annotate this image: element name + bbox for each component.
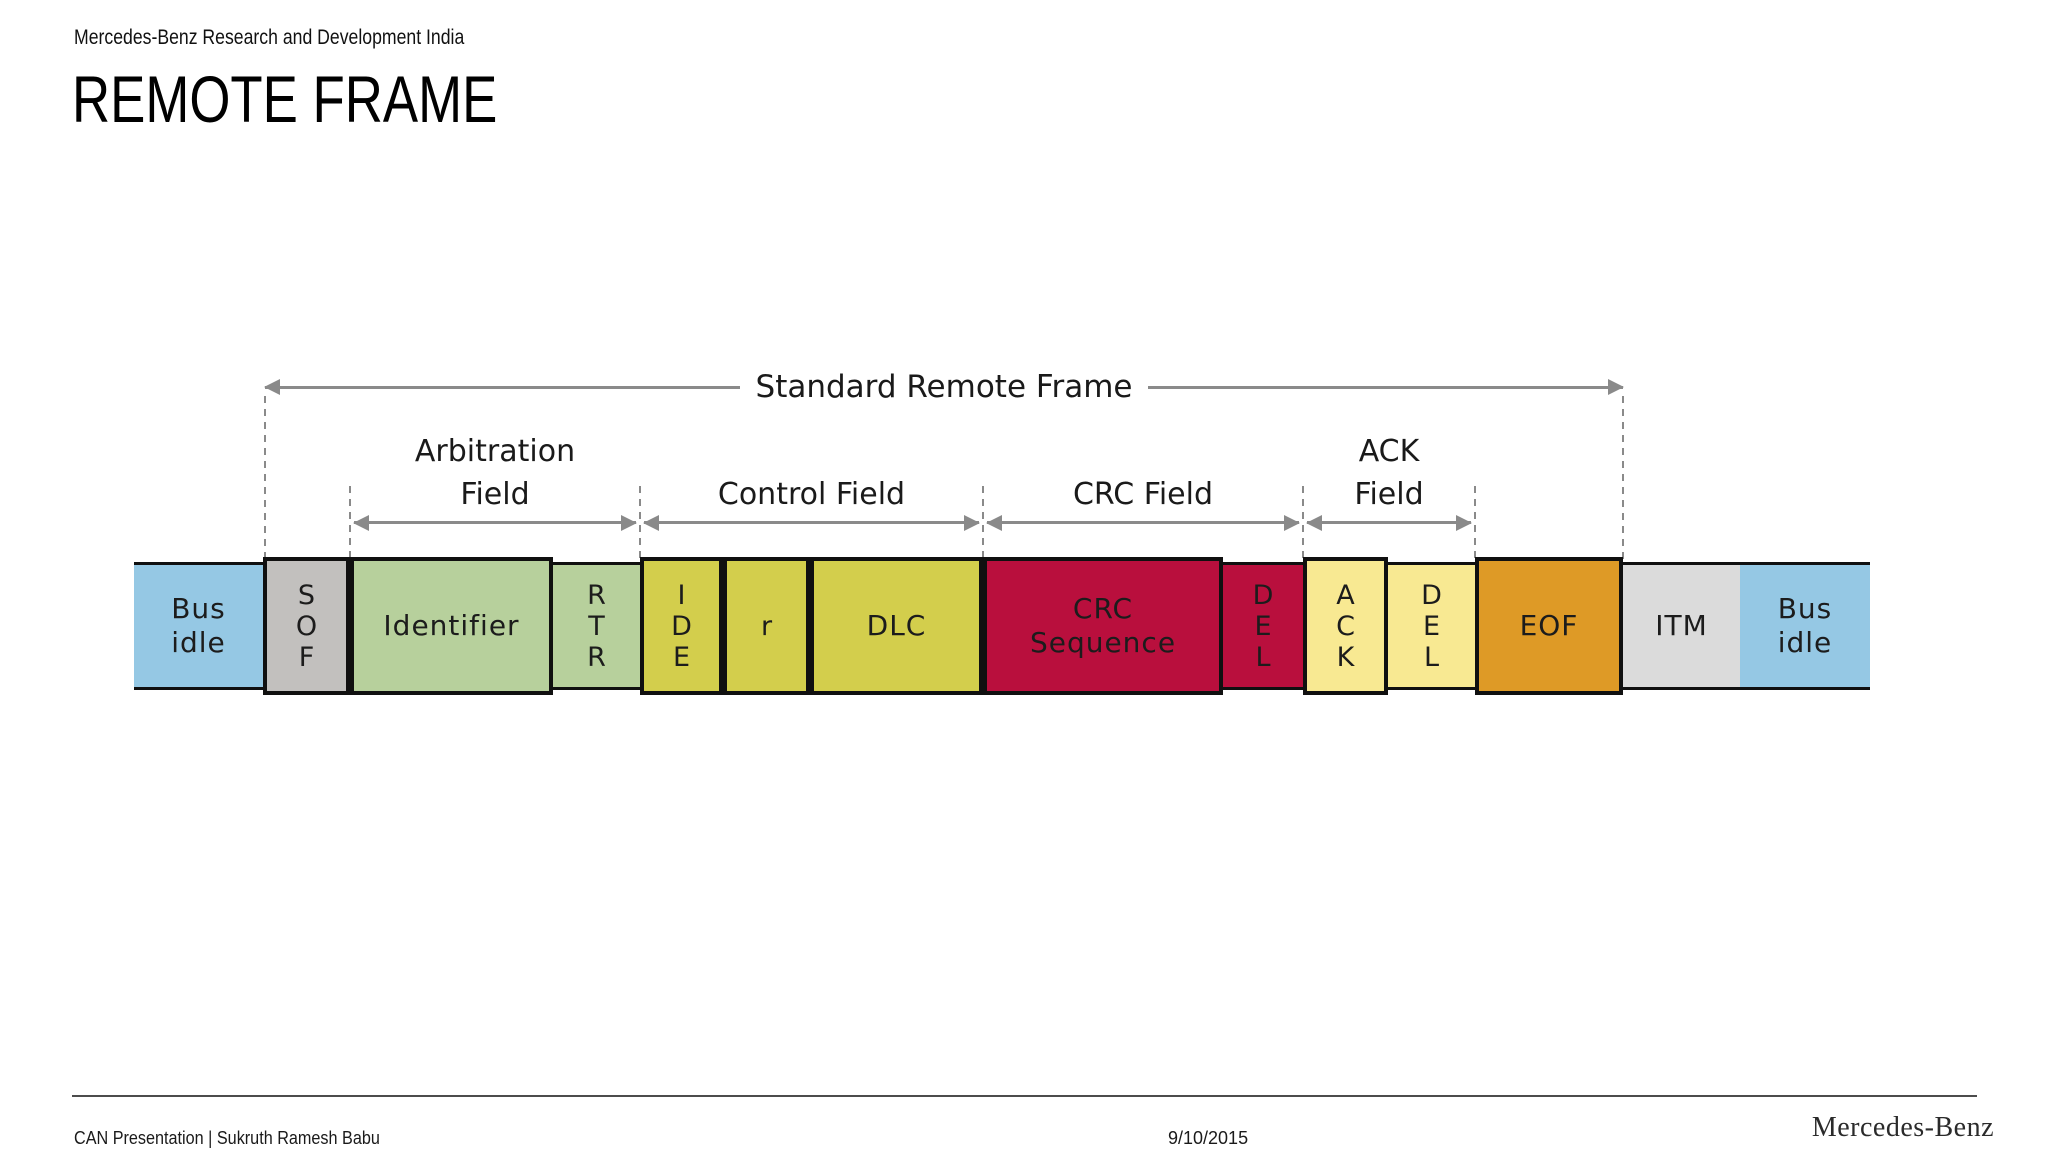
control-field-label: Control Field bbox=[717, 477, 906, 512]
arrow-line bbox=[265, 385, 740, 389]
boundary-dashed-line bbox=[264, 396, 266, 562]
arrowhead-right-icon bbox=[621, 514, 637, 531]
standard-remote-frame-label: Standard Remote Frame bbox=[755, 369, 1133, 405]
slide-header: Mercedes-Benz Research and Development I… bbox=[74, 26, 539, 50]
boundary-dashed-line bbox=[1302, 486, 1304, 562]
crc-field-label: CRC Field bbox=[1072, 477, 1214, 512]
arrowhead-left-icon bbox=[643, 514, 659, 531]
ack-field-label: ACK Field bbox=[1354, 434, 1424, 512]
footer-credit-text: CAN Presentation | Sukruth Ramesh Babu bbox=[74, 1128, 380, 1148]
frame-segment-del-ack: D E L bbox=[1388, 562, 1475, 690]
boundary-dashed-line bbox=[349, 486, 351, 562]
arrowhead-left-icon bbox=[986, 514, 1002, 531]
arrowhead-right-icon bbox=[964, 514, 980, 531]
arrowhead-right-icon bbox=[1456, 514, 1472, 531]
arrowhead-left-icon bbox=[1306, 514, 1322, 531]
footer-date: 9/10/2015 bbox=[1168, 1128, 1249, 1148]
page-title-text: REMOTE FRAME bbox=[72, 62, 498, 136]
boundary-dashed-line bbox=[639, 486, 641, 562]
arrow-line bbox=[1148, 385, 1623, 389]
arbitration-field-arrow bbox=[353, 514, 637, 531]
page-title: REMOTE FRAME bbox=[72, 64, 604, 134]
footer-presentation-credit: CAN Presentation | Sukruth Ramesh Babu bbox=[74, 1128, 414, 1149]
arbitration-field-label: Arbitration Field bbox=[414, 434, 576, 512]
control-field-arrow bbox=[643, 514, 980, 531]
frame-segment-del-crc: D E L bbox=[1223, 562, 1303, 690]
frame-segment-rtr: R T R bbox=[553, 562, 640, 690]
crc-field-arrow bbox=[986, 514, 1300, 531]
frame-segment-bus-idle-left: Bus idle bbox=[134, 562, 263, 690]
boundary-dashed-line bbox=[982, 486, 984, 562]
mercedes-benz-wordmark: Mercedes-Benz bbox=[1811, 1112, 1994, 1143]
boundary-dashed-line bbox=[1474, 486, 1476, 562]
frame-segment-bus-idle-right: Bus idle bbox=[1740, 562, 1870, 690]
frame-segment-itm: ITM bbox=[1623, 562, 1740, 690]
arrowhead-left-icon bbox=[353, 514, 369, 531]
arrowhead-right-icon bbox=[1284, 514, 1300, 531]
frame-segment-ack: A C K bbox=[1303, 557, 1388, 695]
standard-remote-frame-arrow: Standard Remote Frame bbox=[264, 369, 1624, 405]
arrowhead-right-icon bbox=[1608, 379, 1624, 395]
frame-segment-identifier: Identifier bbox=[350, 557, 553, 695]
frame-segment-eof: EOF bbox=[1475, 557, 1623, 695]
frame-segment-ide: I D E bbox=[640, 557, 723, 695]
ack-field-arrow bbox=[1306, 514, 1472, 531]
frame-segment-r: r bbox=[723, 557, 810, 695]
boundary-dashed-line bbox=[1622, 396, 1624, 562]
arrowhead-left-icon bbox=[264, 379, 280, 395]
frame-segment-sof: S O F bbox=[263, 557, 350, 695]
slide-header-text: Mercedes-Benz Research and Development I… bbox=[74, 26, 465, 49]
frame-segment-crc-sequence: CRC Sequence bbox=[983, 557, 1223, 695]
frame-segment-dlc: DLC bbox=[810, 557, 983, 695]
footer-divider bbox=[72, 1095, 1977, 1097]
